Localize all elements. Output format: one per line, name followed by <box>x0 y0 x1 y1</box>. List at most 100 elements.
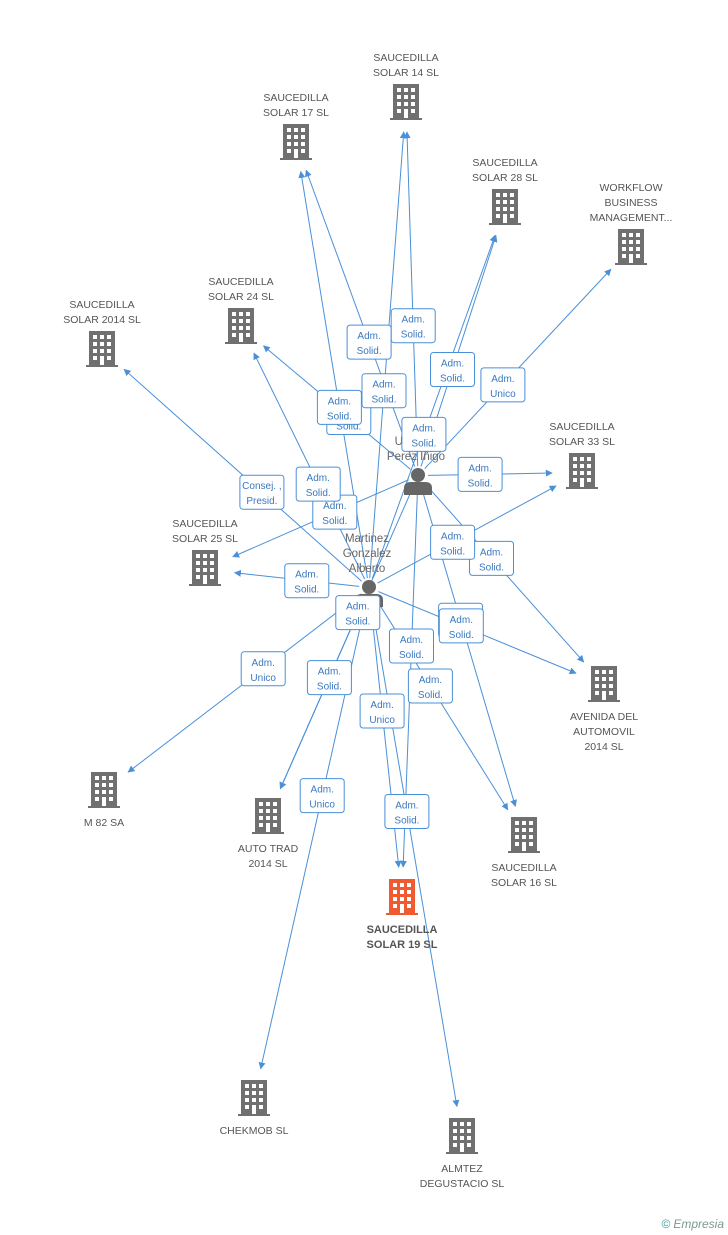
company-name: AUTO TRAD <box>238 843 299 855</box>
edge-label-box <box>316 389 362 425</box>
company-node-c25[interactable]: SAUCEDILLA SOLAR 25 SL <box>172 518 238 586</box>
edge-label-text: Solid. <box>479 562 504 573</box>
edge-label-text: Solid. <box>440 546 465 557</box>
edge-label[interactable]: Adm.Solid. <box>430 524 476 560</box>
edge-label[interactable]: Adm.Unico <box>240 651 286 687</box>
edge-label[interactable]: Adm.Solid. <box>438 608 484 644</box>
edge-label[interactable]: Adm.Solid. <box>361 373 407 409</box>
edge-label-box <box>359 693 405 729</box>
edge-label-text: Adm. <box>295 570 318 581</box>
building-icon <box>489 189 521 225</box>
company-node-alm[interactable]: ALMTEZ DEGUSTACIO SL <box>420 1118 505 1190</box>
company-name: BUSINESS <box>604 197 657 209</box>
company-node-c14[interactable]: SAUCEDILLA SOLAR 14 SL <box>373 52 439 120</box>
edge-urquiola-c14 <box>403 131 419 467</box>
company-name: SOLAR 14 SL <box>373 67 439 79</box>
edge-label[interactable]: Adm.Solid. <box>306 660 352 696</box>
building-icon <box>390 84 422 120</box>
edge-label-text: Solid. <box>440 374 465 385</box>
company-name: SOLAR 28 SL <box>472 172 538 184</box>
building-icon <box>86 331 118 367</box>
edge-label-box <box>384 794 430 829</box>
edge-label-box <box>430 524 476 560</box>
edge-label-text: Solid. <box>322 516 347 527</box>
company-name: ALMTEZ <box>441 1163 483 1175</box>
edge-martinez-alm <box>370 597 460 1108</box>
edge-label-box <box>335 595 381 631</box>
edge-label-box <box>284 563 330 599</box>
edge-label[interactable]: Adm.Solid. <box>316 389 362 425</box>
edge-label-text: Adm. <box>441 359 464 370</box>
edge-label[interactable]: Adm.Unico <box>299 778 345 814</box>
edge-label[interactable]: Adm. Solid. <box>284 563 330 599</box>
edge-label[interactable]: Adm.Solid. <box>335 595 381 631</box>
company-name: M 82 SA <box>84 817 124 829</box>
company-node-chek[interactable]: CHEKMOB SL <box>220 1080 289 1137</box>
company-name: SOLAR 25 SL <box>172 533 238 545</box>
building-icon <box>566 453 598 489</box>
company-node-m82[interactable]: M 82 SA <box>84 772 124 829</box>
edge-label[interactable]: Adm.Solid. <box>295 466 341 502</box>
company-name: 2014 SL <box>584 741 623 753</box>
edge-label[interactable]: Adm.Solid. <box>389 628 434 664</box>
edge-label[interactable]: Adm. Solid. <box>430 352 475 387</box>
edge-label[interactable]: Adm.Solid. <box>407 668 453 704</box>
edge-label-box <box>438 608 484 644</box>
edge-label[interactable]: Adm.Solid. <box>390 308 436 344</box>
person-name: Perez Iñigo <box>387 451 445 463</box>
edge-label[interactable]: Consej. ,Presid. <box>239 474 285 510</box>
edge-label-text: Adm. <box>412 423 435 434</box>
edge-label-text: Solid. <box>468 478 493 489</box>
building-icon <box>225 308 257 344</box>
company-name: WORKFLOW <box>600 182 663 194</box>
edge-label-text: Adm. <box>450 615 473 626</box>
company-name: CHEKMOB SL <box>220 1125 289 1137</box>
edge-label-text: Solid. <box>345 617 370 628</box>
edge-label[interactable]: Adm.Solid. <box>384 794 430 829</box>
edge-label-text: Adm. <box>323 501 346 512</box>
company-name: SAUCEDILLA <box>373 52 438 64</box>
edge-label[interactable]: Adm.Solid. <box>457 456 503 492</box>
edge-label[interactable]: Adm.Unico <box>359 693 405 729</box>
person-name: Martinez <box>345 533 389 545</box>
edge-label-text: Adm. <box>307 473 330 484</box>
edge-label-text: Solid. <box>371 395 396 406</box>
edge-martinez-c28 <box>371 234 497 579</box>
edge-label[interactable]: Adm.Unico <box>480 367 526 403</box>
person-name: Alberto <box>349 563 385 575</box>
edge-label[interactable]: Adm.Solid. <box>346 324 392 360</box>
edge-label-box <box>457 456 503 492</box>
building-icon <box>189 550 221 586</box>
company-name: AUTOMOVIL <box>573 726 635 738</box>
edge-label-box <box>480 367 526 403</box>
building-icon <box>446 1118 478 1154</box>
building-icon <box>386 879 418 915</box>
edge-label-text: Consej. , <box>242 481 281 492</box>
edge-label-text: Solid. <box>418 690 443 701</box>
edge-label[interactable]: Adm.Solid. <box>401 416 447 452</box>
company-node-wf[interactable]: WORKFLOWBUSINESSMANAGEMENT... <box>590 182 673 265</box>
edge-label[interactable]: Adm. Solid. <box>469 540 514 576</box>
person-icon <box>404 468 432 495</box>
company-name: DEGUSTACIO SL <box>420 1178 505 1190</box>
building-icon <box>588 666 620 702</box>
company-name: SOLAR 24 SL <box>208 291 274 303</box>
company-name: SAUCEDILLA <box>172 518 237 530</box>
edge-label[interactable]: Adm. Solid. <box>312 494 358 530</box>
building-icon <box>280 124 312 160</box>
edge-label-text: Solid. <box>294 585 319 596</box>
edge-label-text: Adm. <box>480 547 503 558</box>
edge-label-text: Adm. <box>402 315 425 326</box>
building-icon <box>508 817 540 853</box>
